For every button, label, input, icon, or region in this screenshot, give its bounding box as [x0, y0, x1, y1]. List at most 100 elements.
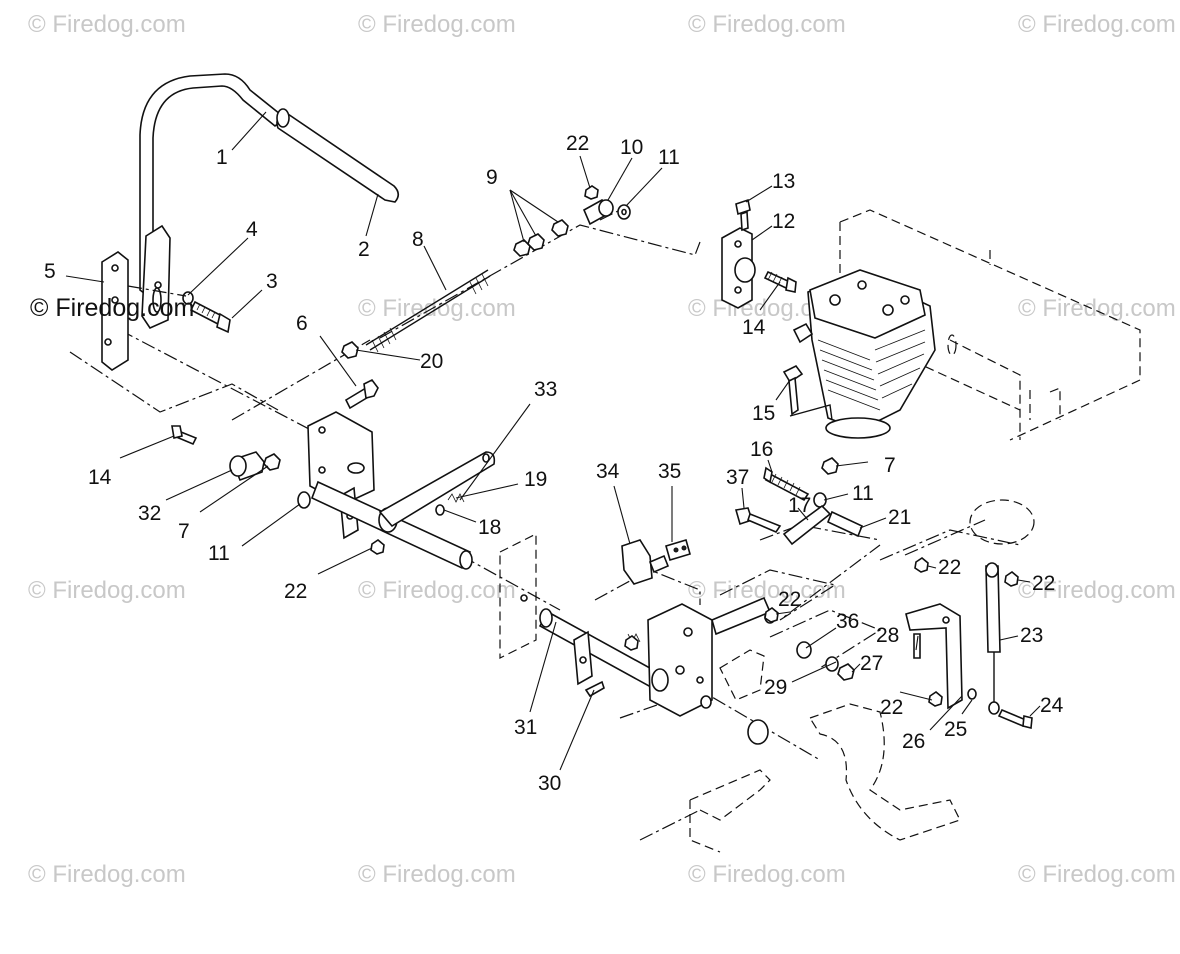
leader: [509, 189, 525, 243]
callout: 36: [836, 610, 859, 633]
callout: 22: [938, 556, 961, 579]
pump-port: [857, 280, 867, 290]
arm-hole: [482, 453, 490, 463]
bolt-head: [763, 466, 773, 484]
callout: 25: [944, 718, 967, 741]
washer-hole: [621, 208, 627, 216]
fin: [874, 329, 926, 399]
main-shaft: [307, 411, 537, 659]
watermark: © Firedog.com: [358, 577, 516, 604]
left-fittings: [171, 425, 385, 555]
plate-slot: [347, 462, 365, 474]
pedal-frame: [689, 769, 771, 853]
leader: [751, 225, 773, 241]
leader: [745, 185, 773, 203]
callouts: 1 2 3 4 5 6 20 8 9 22 10 11 13 12 14 15 …: [44, 132, 1064, 795]
pivot-plate: [307, 411, 375, 505]
callout: 37: [726, 466, 749, 489]
leader: [851, 663, 861, 673]
leader: [199, 465, 269, 513]
nut: [551, 219, 569, 237]
shaft-end: [459, 550, 473, 570]
nut: [341, 341, 359, 359]
callout: 19: [524, 468, 547, 491]
misc-hardware: [624, 607, 855, 681]
leader: [165, 469, 233, 501]
assembly-line: [904, 519, 986, 556]
leader: [241, 503, 301, 547]
bolt-head: [785, 276, 797, 293]
lever-hole: [154, 281, 162, 289]
bracket-hole: [111, 296, 119, 304]
grip-end: [276, 108, 290, 128]
bracket-boss: [734, 257, 756, 283]
watermark: © Firedog.com: [688, 11, 846, 38]
callout: 22: [880, 696, 903, 719]
pump-port: [829, 294, 841, 306]
watermark: © Firedog.com: [688, 861, 846, 888]
gas-spring-cylinder: [985, 565, 1001, 653]
callout: 17: [788, 494, 811, 517]
bolt-head: [171, 425, 183, 439]
leader: [899, 691, 933, 701]
link-pin: [826, 510, 864, 538]
callout: 6: [296, 312, 308, 335]
leader: [455, 483, 519, 499]
callout: 8: [412, 228, 424, 251]
bracket-hole: [734, 240, 742, 248]
watermark: © Firedog.com: [1018, 295, 1176, 322]
leader: [835, 461, 869, 467]
callout: 32: [138, 502, 161, 525]
leader: [767, 459, 773, 473]
leader: [317, 547, 373, 575]
nut: [624, 635, 639, 651]
bolt-head: [1022, 714, 1033, 730]
lever-plate: [141, 224, 171, 330]
leader: [915, 635, 919, 651]
assembly-line: [127, 285, 187, 297]
washer: [967, 688, 977, 700]
leader: [775, 379, 791, 401]
leader: [365, 193, 379, 237]
pump-arm: [789, 404, 833, 421]
bolt-head: [782, 364, 804, 384]
bracket-hole: [942, 616, 950, 624]
washer: [182, 291, 194, 305]
watermark: © Firedog.com: [358, 11, 516, 38]
plate-hole: [318, 426, 326, 434]
bolt-shank: [997, 708, 1028, 728]
callout: 18: [478, 516, 501, 539]
plate-hole: [675, 665, 685, 675]
pump-top: [809, 269, 926, 339]
assembly-line: [769, 609, 882, 669]
leader: [231, 111, 267, 151]
lower-assembly: [538, 596, 776, 745]
plate-hole: [696, 676, 704, 684]
switch-assembly: [621, 539, 691, 585]
pump-bracket: [721, 198, 797, 309]
leader: [929, 695, 963, 731]
tab-hole: [579, 656, 587, 664]
nut: [513, 239, 531, 257]
leader: [231, 289, 263, 319]
leader: [927, 565, 937, 569]
leader: [607, 157, 633, 201]
clip-hole: [681, 545, 687, 551]
callout: 12: [772, 210, 795, 233]
spring-bracket: [719, 649, 765, 701]
pump-base: [825, 417, 891, 439]
nut: [370, 539, 385, 555]
pump-port: [882, 304, 894, 316]
plate-hole: [683, 627, 693, 637]
bracket-hole: [111, 264, 119, 272]
callout: 14: [742, 316, 766, 339]
callout: 22: [778, 588, 801, 611]
leader: [759, 281, 781, 311]
leader: [961, 699, 973, 715]
leader: [579, 155, 591, 189]
fin: [817, 339, 881, 411]
callout: 26: [902, 730, 925, 753]
leader: [529, 621, 557, 713]
bolt-head: [216, 312, 231, 334]
bolt-head: [363, 378, 379, 399]
